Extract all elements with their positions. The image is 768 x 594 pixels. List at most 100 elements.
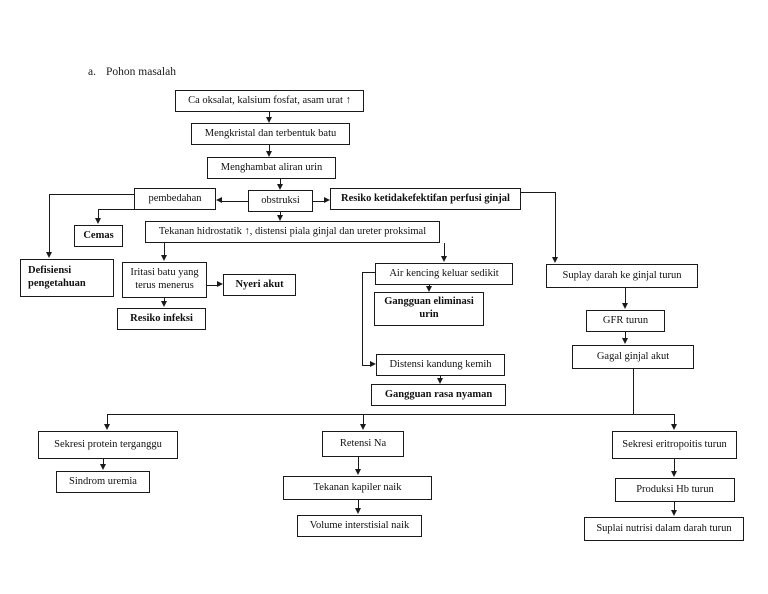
node-label: pembedahan — [148, 192, 202, 204]
node-label: Nyeri akut — [235, 278, 284, 290]
node-suplai-nutrisi-darah-turun: Suplai nutrisi dalam darah turun — [584, 517, 744, 541]
node-label: Suplay darah ke ginjal turun — [562, 269, 682, 281]
edge-resiko-to-suplay-v — [555, 192, 557, 258]
edge-air-kencing-to-distensi-h2 — [362, 364, 370, 366]
node-label: Sekresi eritropoitis turun — [622, 438, 727, 450]
edge-distensi-to-gangguan-nyaman — [440, 376, 442, 379]
node-defisiensi-pengetahuan: Defisiensi pengetahuan — [20, 259, 114, 297]
node-gangguan-rasa-nyaman: Gangguan rasa nyaman — [371, 384, 506, 406]
arrowhead-left — [216, 197, 222, 203]
arrowhead-down — [354, 469, 361, 475]
node-label: Defisiensi pengetahuan — [28, 265, 86, 289]
node-obstruksi: obstruksi — [248, 190, 313, 212]
edge-retensi-to-tekanan-kapiler — [358, 457, 360, 469]
edge-tekanan-bus-stem — [164, 243, 166, 256]
node-label: Ca oksalat, kalsium fosfat, asam urat ↑ — [188, 94, 351, 106]
arrowhead-down — [425, 286, 432, 292]
arrowhead-down — [670, 424, 677, 430]
edge-bus-to-sekresi-eritropoitis — [674, 414, 676, 425]
arrowhead-down — [670, 471, 677, 477]
arrowhead-down — [621, 303, 628, 309]
arrowhead-down — [45, 252, 52, 258]
node-label: Cemas — [83, 229, 114, 241]
edge-iritasi-to-resiko-infeksi — [164, 298, 166, 302]
edge-tekanan-kapiler-to-volume — [358, 500, 360, 508]
arrowhead-down — [621, 338, 628, 344]
edge-obstruksi-to-pembedahan — [222, 200, 248, 202]
edge-pembedahan-to-defisiensi-h — [49, 194, 136, 196]
node-label: Tekanan hidrostatik ↑, distensi piala gi… — [158, 225, 427, 237]
node-label: Gangguan rasa nyaman — [384, 388, 493, 400]
arrowhead-down — [670, 510, 677, 516]
node-sindrom-uremia: Sindrom uremia — [56, 471, 150, 493]
node-resiko-perfusi-ginjal: Resiko ketidakefektifan perfusi ginjal — [330, 188, 521, 210]
node-label: Retensi Na — [339, 437, 387, 449]
node-sekresi-protein-terganggu: Sekresi protein terganggu — [38, 431, 178, 459]
edge-ca-to-mengkristal — [269, 112, 271, 119]
edge-resiko-to-suplay-h — [521, 192, 556, 194]
node-label: Resiko infeksi — [130, 312, 193, 324]
node-volume-interstisial-naik: Volume interstisial naik — [297, 515, 422, 537]
arrowhead-right — [217, 281, 223, 287]
edge-gfr-to-gagal-ginjal — [625, 332, 627, 339]
arrowhead-right — [370, 361, 376, 367]
node-label: Produksi Hb turun — [636, 483, 714, 495]
arrowhead-down — [103, 424, 110, 430]
node-gangguan-eliminasi-urin: Gangguan eliminasi urin — [374, 292, 484, 326]
edge-mengkristal-to-menghambat — [269, 145, 271, 152]
arrowhead-down — [276, 215, 283, 221]
arrowhead-down — [160, 255, 167, 261]
heading-marker: a. — [88, 66, 96, 78]
node-label: Air kencing keluar sedikit — [389, 267, 499, 279]
arrowhead-down — [440, 256, 447, 262]
page-heading: a. Pohon masalah — [88, 66, 176, 78]
node-resiko-infeksi: Resiko infeksi — [117, 308, 206, 330]
node-air-kencing-sedikit: Air kencing keluar sedikit — [375, 263, 513, 285]
node-label: Distensi kandung kemih — [389, 358, 492, 370]
node-label: Gagal ginjal akut — [596, 350, 670, 362]
heading-text: Pohon masalah — [106, 66, 176, 78]
node-suplay-darah-ginjal: Suplay darah ke ginjal turun — [546, 264, 698, 288]
edge-air-kencing-to-distensi-h1 — [362, 272, 376, 274]
node-label: Iritasi batu yang terus menerus — [130, 267, 199, 291]
node-label: Suplai nutrisi dalam darah turun — [596, 522, 732, 534]
edge-bus-to-retensi-na — [363, 414, 365, 425]
edge-pembedahan-to-cemas-h — [98, 209, 136, 211]
node-tekanan-kapiler-naik: Tekanan kapiler naik — [283, 476, 432, 500]
arrowhead-down — [99, 464, 106, 470]
node-menghambat-aliran-urin: Menghambat aliran urin — [207, 157, 336, 179]
node-ca-oksalat: Ca oksalat, kalsium fosfat, asam urat ↑ — [175, 90, 364, 112]
edge-air-kencing-to-distensi-v — [362, 272, 364, 365]
edge-produksi-hb-to-suplai-nutrisi — [674, 502, 676, 511]
node-label: Mengkristal dan terbentuk batu — [204, 127, 337, 139]
edge-bottom-distribution-bar — [107, 414, 675, 416]
node-gfr-turun: GFR turun — [586, 310, 665, 332]
edge-pembedahan-to-defisiensi-v — [49, 194, 51, 253]
node-label: GFR turun — [602, 314, 649, 326]
node-label: Sekresi protein terganggu — [54, 438, 162, 450]
node-sekresi-eritropoitis-turun: Sekresi eritropoitis turun — [612, 431, 737, 459]
arrowhead-down — [160, 301, 167, 307]
arrowhead-down — [551, 257, 558, 263]
edge-gagal-ginjal-bus-stem — [633, 369, 635, 415]
edge-bus-to-sekresi-protein — [107, 414, 109, 425]
edge-menghambat-to-obstruksi — [280, 179, 282, 185]
arrowhead-down — [265, 151, 272, 157]
edge-sekresi-eritropoitis-to-produksi-hb — [674, 459, 676, 471]
node-nyeri-akut: Nyeri akut — [223, 274, 296, 296]
edge-iritasi-to-nyeri-akut — [207, 284, 217, 286]
node-produksi-hb-turun: Produksi Hb turun — [615, 478, 735, 502]
edge-obstruksi-to-tekanan-hidrostatik — [280, 212, 282, 216]
edge-sekresi-protein-to-sindrom — [103, 459, 105, 465]
node-label: Menghambat aliran urin — [220, 161, 323, 173]
arrowhead-down — [276, 184, 283, 190]
node-label: Gangguan eliminasi urin — [384, 296, 474, 320]
node-label: obstruksi — [261, 194, 300, 206]
node-mengkristal: Mengkristal dan terbentuk batu — [191, 123, 350, 145]
node-retensi-na: Retensi Na — [322, 431, 404, 457]
edge-suplay-to-gfr — [625, 288, 627, 304]
arrowhead-down — [354, 508, 361, 514]
node-tekanan-hidrostatik: Tekanan hidrostatik ↑, distensi piala gi… — [145, 221, 440, 243]
node-label: Tekanan kapiler naik — [313, 481, 402, 493]
